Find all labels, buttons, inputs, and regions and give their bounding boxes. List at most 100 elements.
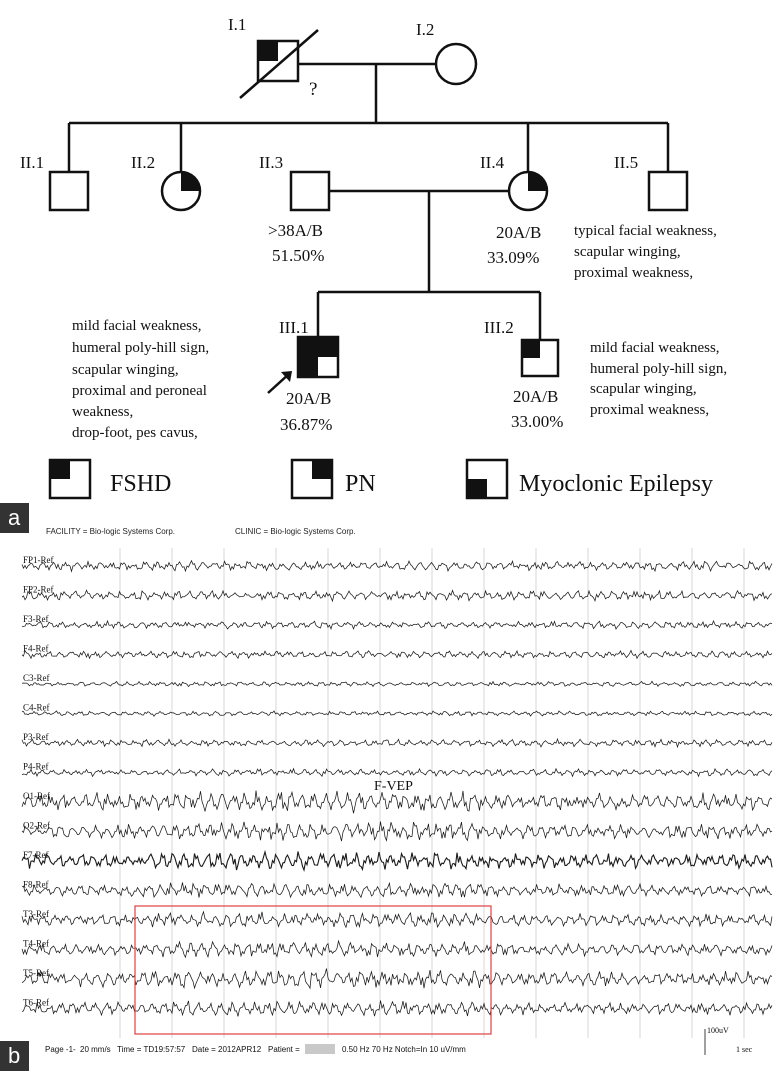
percent-II-4: 33.09% — [487, 248, 539, 267]
percent-III-1: 36.87% — [280, 415, 332, 434]
label-III-2: III.2 — [484, 318, 514, 337]
eeg-traces — [21, 559, 773, 1017]
symptom-III-1-3: scapular winging, — [72, 362, 179, 378]
panel-label-b: b — [0, 1041, 29, 1071]
eeg-clinic: CLINIC = Bio-logic Systems Corp. — [235, 527, 356, 536]
eeg-trace — [21, 649, 773, 660]
eeg-annotation-fvep: F-VEP — [374, 779, 413, 794]
allele-III-1: 20A/B — [286, 389, 331, 408]
percent-II-3: 51.50% — [272, 246, 324, 265]
symptom-III-2-1: mild facial weakness, — [590, 340, 720, 356]
allele-III-2: 20A/B — [513, 387, 558, 406]
eeg-footer-speed: 20 mm/s — [80, 1045, 111, 1054]
eeg-channel-label: C4-Ref — [23, 703, 50, 713]
legend-label-fshd: FSHD — [110, 471, 171, 497]
symptom-II-5-1: typical facial weakness, — [574, 223, 717, 239]
symptom-III-1-6: drop-foot, pes cavus, — [72, 425, 198, 441]
legend-label-myoclonic-epilepsy: Myoclonic Epilepsy — [519, 471, 713, 497]
allele-II-4: 20A/B — [496, 223, 541, 242]
symptom-III-2-2: humeral poly-hill sign, — [590, 361, 727, 377]
eeg-channel-label: FP1-Ref — [23, 555, 54, 565]
percent-III-2: 33.00% — [511, 412, 563, 431]
patient-name-redaction — [305, 1044, 335, 1054]
panel-label-a: a — [0, 503, 29, 533]
individual-III-2 — [520, 338, 560, 378]
svg-text:a: a — [8, 505, 21, 530]
symptom-III-1-2: humeral poly-hill sign, — [72, 340, 209, 356]
individual-II-4 — [507, 170, 549, 212]
label-II-1: II.1 — [20, 153, 44, 172]
symptom-III-1-5: weakness, — [72, 404, 133, 420]
symptom-II-5-3: proximal weakness, — [574, 265, 693, 281]
symptom-III-1-1: mild facial weakness, — [72, 318, 202, 334]
eeg-channel-label: P3-Ref — [23, 732, 49, 742]
eeg-channel-label: F8-Ref — [23, 880, 49, 890]
eeg-channel-label: F7-Ref — [23, 850, 49, 860]
eeg-channel-label: T4-Ref — [23, 939, 49, 949]
individual-II-3 — [289, 170, 331, 212]
label-II-2: II.2 — [131, 153, 155, 172]
note-I-1: ? — [309, 79, 317, 100]
eeg-trace — [21, 619, 773, 631]
symptom-III-2-4: proximal weakness, — [590, 402, 709, 418]
eeg-highlight-box — [134, 905, 492, 1035]
pedigree-panel — [48, 29, 689, 500]
legend-symbol-fshd — [48, 458, 92, 500]
eeg-trace — [21, 910, 773, 929]
label-I-1: I.1 — [228, 15, 246, 34]
eeg-facility: FACILITY = Bio-logic Systems Corp. — [46, 527, 175, 536]
eeg-trace — [21, 881, 772, 899]
eeg-trace — [21, 767, 773, 778]
eeg-footer-page: Page -1- — [45, 1045, 76, 1054]
label-II-4: II.4 — [480, 153, 505, 172]
eeg-trace — [21, 968, 773, 990]
eeg-channel-label: F4-Ref — [23, 644, 49, 654]
eeg-channel-label: C3-Ref — [23, 673, 50, 683]
eeg-time-grid — [119, 548, 745, 1038]
eeg-channel-labels: FP1-RefFP2-RefF3-RefF4-RefC3-RefC4-RefP3… — [23, 555, 54, 1008]
legend-label-pn: PN — [345, 471, 376, 497]
eeg-trace — [21, 589, 773, 603]
individual-II-2 — [160, 170, 202, 212]
symptom-III-2-3: scapular winging, — [590, 381, 697, 397]
individual-III-1 — [296, 335, 340, 379]
eeg-channel-label: O2-Ref — [23, 821, 50, 831]
eeg-trace — [21, 710, 773, 717]
eeg-channel-label: P4-Ref — [23, 762, 49, 772]
symptom-II-5-2: scapular winging, — [574, 244, 681, 260]
eeg-channel-label: T6-Ref — [23, 998, 49, 1008]
eeg-trace — [21, 939, 773, 959]
eeg-footer-time: Time = TD19:57:57 — [117, 1045, 186, 1054]
eeg-scale-voltage: 100uV — [707, 1026, 729, 1035]
eeg-channel-label: T5-Ref — [23, 968, 49, 978]
label-II-3: II.3 — [259, 153, 283, 172]
eeg-channel-label: F3-Ref — [23, 614, 49, 624]
eeg-footer-date: Date = 2012APR12 — [192, 1045, 262, 1054]
label-II-5: II.5 — [614, 153, 638, 172]
eeg-footer-patient: Patient = — [268, 1045, 300, 1054]
label-I-2: I.2 — [416, 20, 434, 39]
eeg-trace — [21, 680, 773, 688]
individual-I-2 — [434, 42, 478, 86]
eeg-trace — [21, 790, 773, 814]
eeg-trace — [21, 821, 773, 842]
eeg-scale-time: 1 sec — [736, 1045, 753, 1054]
eeg-trace — [21, 559, 773, 573]
svg-text:b: b — [8, 1043, 20, 1068]
eeg-trace — [21, 849, 773, 872]
eeg-channel-label: FP2-Ref — [23, 585, 54, 595]
eeg-footer-filters: 0.50 Hz 70 Hz Notch=In 10 uV/mm — [342, 1045, 466, 1054]
allele-II-3: >38A/B — [268, 221, 323, 240]
label-III-1: III.1 — [279, 318, 309, 337]
legend-symbol-myoclonic-epilepsy — [465, 458, 509, 500]
eeg-panel: FACILITY = Bio-logic Systems Corp. CLINI… — [21, 527, 773, 1055]
eeg-trace — [21, 1000, 773, 1017]
individual-II-5 — [647, 170, 689, 212]
legend-symbol-pn — [290, 458, 334, 500]
eeg-trace — [21, 737, 773, 749]
eeg-channel-label: O1-Ref — [23, 791, 50, 801]
eeg-channel-label: T3-Ref — [23, 909, 49, 919]
individual-II-1 — [48, 170, 90, 212]
individual-I-1 — [239, 29, 319, 99]
